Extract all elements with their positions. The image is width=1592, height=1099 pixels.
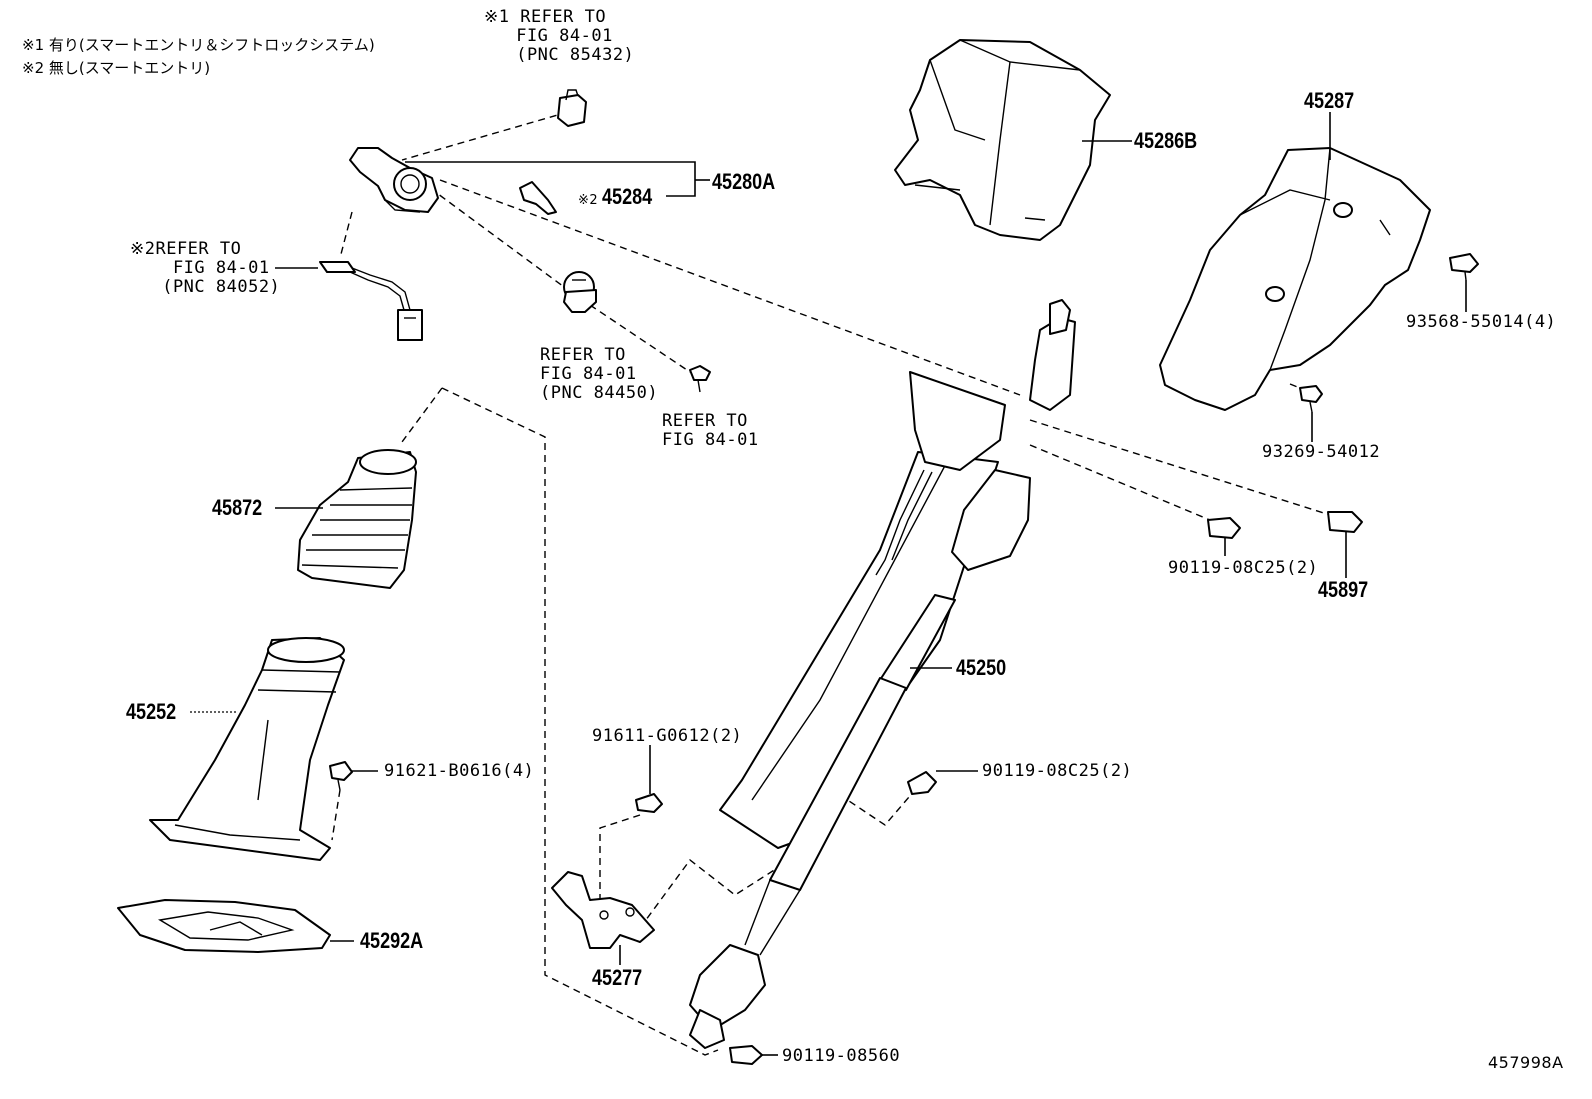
lower-column-cover-45287 <box>1159 147 1431 411</box>
switch-84450 <box>563 271 597 313</box>
ref-label-84052: ※2REFER TO FIG 84-01 (PNC 84052) <box>130 239 281 297</box>
part-label-91611-G0612: 91611-G0612(2) <box>592 726 743 746</box>
note-2: ※2 無し(スマートエントリ) <box>22 59 211 77</box>
bolt-93568-55014 <box>1449 253 1479 281</box>
part-label-45872: 45872 <box>212 495 263 520</box>
screw-84-01 <box>689 365 711 393</box>
bolt-90119-08C25-lower <box>907 771 937 795</box>
steering-column-45250 <box>689 299 1076 1049</box>
upper-column-cover-45286B <box>894 39 1111 241</box>
part-label-90119-08C25-upper: 90119-08C25(2) <box>1168 558 1319 578</box>
part-label-45897: 45897 <box>1318 577 1369 602</box>
wire-harness-84052 <box>319 261 423 341</box>
bolt-90119-08C25-upper <box>1207 517 1241 539</box>
part-label-45252: 45252 <box>126 699 177 724</box>
assembly-dashed-lines <box>331 111 1331 1056</box>
figure-id: 457998A <box>1488 1053 1564 1072</box>
lock-cylinder-45280A <box>349 147 439 213</box>
ref-label-85432: ※1 REFER TO FIG 84-01 (PNC 85432) <box>484 7 635 65</box>
part-label-45284: 45284 <box>602 184 653 209</box>
part-mark-45284: ※2 <box>578 193 599 208</box>
bracket-45277 <box>551 871 655 949</box>
boot-45872 <box>297 449 417 589</box>
bolt-91621-B0616 <box>329 761 353 791</box>
part-label-45286B: 45286B <box>1134 128 1198 153</box>
leader-lines <box>190 112 1467 1056</box>
key-45284 <box>519 181 557 215</box>
part-label-90119-08560: 90119-08560 <box>782 1046 901 1066</box>
part-label-91621-B0616: 91621-B0616(4) <box>384 761 535 781</box>
part-label-93269-54012: 93269-54012 <box>1262 442 1381 462</box>
part-label-90119-08C25-lower: 90119-08C25(2) <box>982 761 1133 781</box>
part-label-45280A: 45280A <box>712 169 776 194</box>
part-label-45287: 45287 <box>1304 88 1355 113</box>
ref-label-84-01: REFER TO FIG 84-01 <box>662 411 759 450</box>
module-85432 <box>557 89 587 127</box>
part-label-93568-55014: 93568-55014(4) <box>1406 312 1557 332</box>
seal-45292A <box>117 899 331 953</box>
bolt-91611-G0612 <box>635 793 663 813</box>
note-1: ※1 有り(スマートエントリ＆シフトロックシステム) <box>22 36 375 54</box>
bolt-45897 <box>1327 511 1363 533</box>
column-hole-cover-45252 <box>149 637 345 861</box>
bolt-93269-54012 <box>1299 385 1323 413</box>
part-label-45277: 45277 <box>592 965 643 990</box>
bolt-90119-08560 <box>729 1045 763 1065</box>
part-label-45292A: 45292A <box>360 928 424 953</box>
ref-label-84450: REFER TO FIG 84-01 (PNC 84450) <box>540 345 659 403</box>
part-label-45250: 45250 <box>956 655 1007 680</box>
